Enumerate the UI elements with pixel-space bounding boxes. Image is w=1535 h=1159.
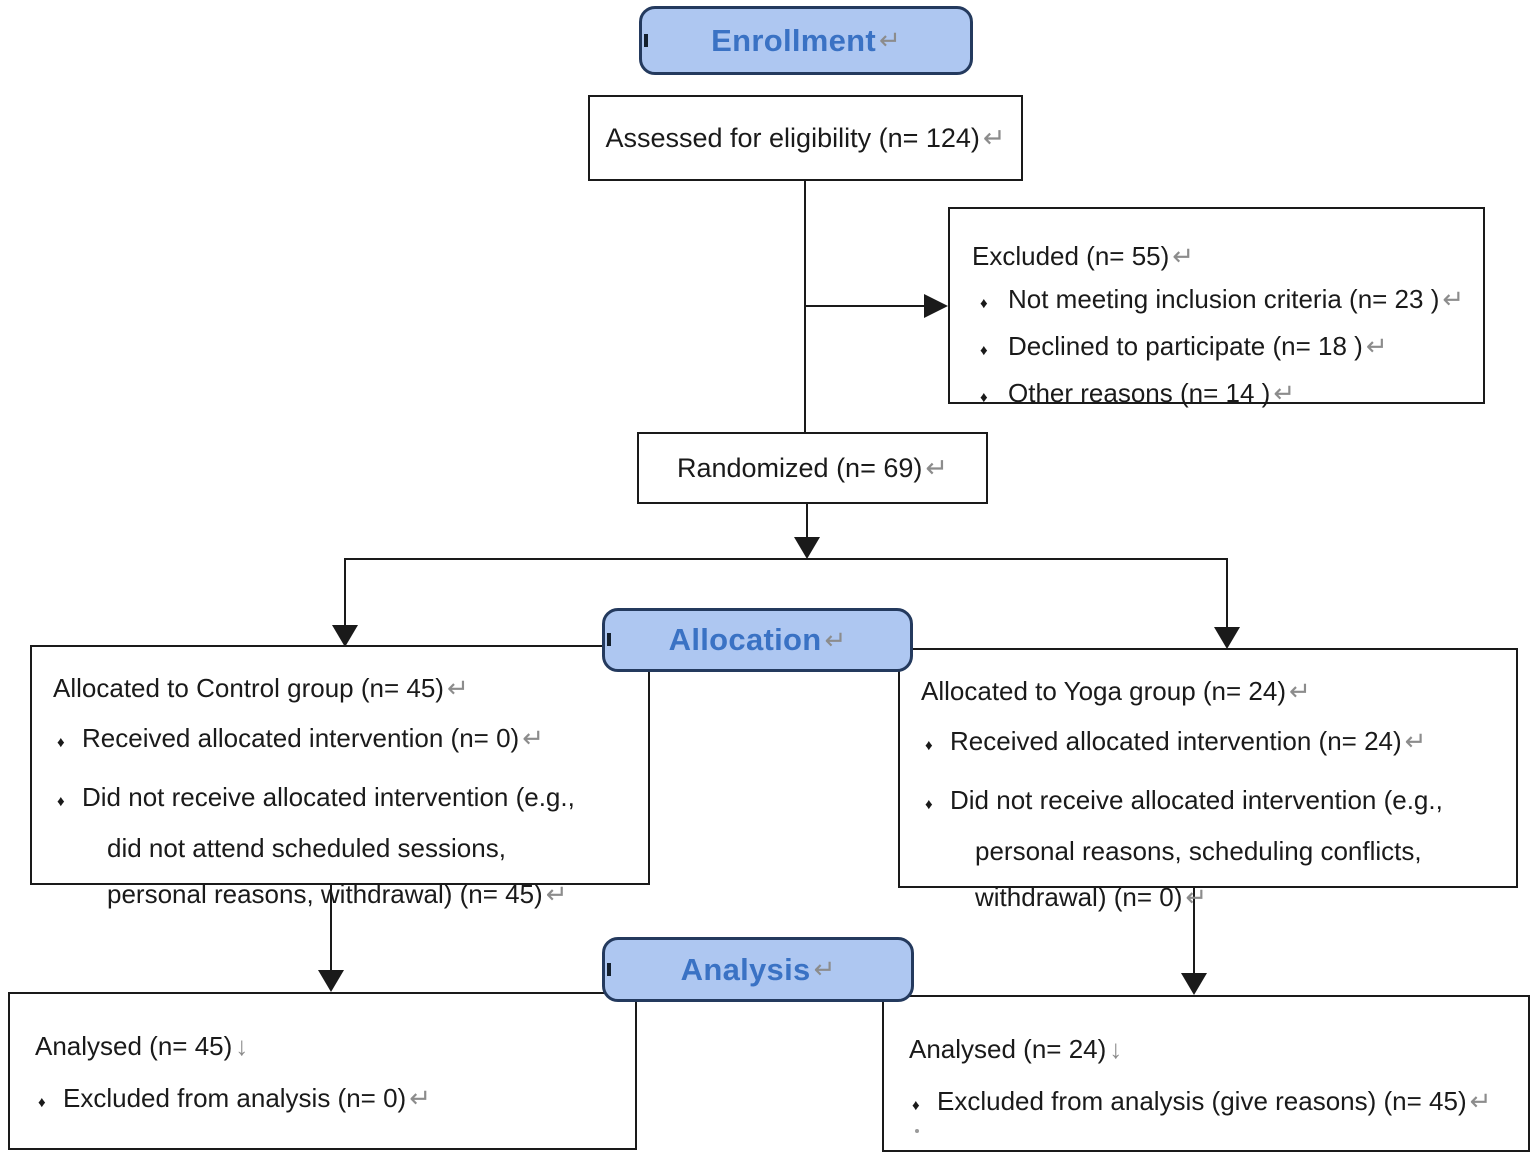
arrow-down-icon (1181, 973, 1207, 995)
alloc-control-bullet-text: Received allocated intervention (n= 0) (82, 723, 520, 753)
pilcrow-return-icon: ↵ (1273, 378, 1296, 408)
pilcrow-return-icon: ↵ (1172, 241, 1195, 271)
pilcrow-return-icon: ↵ (409, 1083, 432, 1113)
pilcrow-return-icon: ↵ (1365, 331, 1388, 361)
box-analysed-yoga: Analysed (n= 24) ↓ ♦ Excluded from analy… (882, 995, 1530, 1152)
alloc-yoga-bullet-text: Did not receive allocated intervention (… (950, 785, 1443, 815)
arrow-down-icon (332, 625, 358, 647)
analysed-yoga-bullet-text: Excluded from analysis (give reasons) (n… (937, 1086, 1467, 1116)
analysed-yoga-title: Analysed (n= 24) ↓ (909, 1027, 1528, 1071)
alloc-yoga-title: Allocated to Yoga group (n= 24) ↵ (921, 668, 1516, 714)
pilcrow-return-icon: ↵ (813, 954, 836, 984)
excluded-title-text: Excluded (n= 55) (972, 241, 1170, 271)
alloc-control-title-text: Allocated to Control group (n= 45) (53, 673, 444, 703)
alloc-control-title: Allocated to Control group (n= 45) ↵ (53, 665, 648, 711)
diamond-bullet-icon: ♦ (912, 1097, 920, 1114)
phase-label-text: Enrollment (711, 22, 877, 58)
alloc-control-bullet: ♦ Received allocated intervention (n= 0)… (53, 715, 648, 766)
arrow-down-icon (794, 537, 820, 559)
pilcrow-return-icon: ↵ (1185, 882, 1208, 912)
pilcrow-return-icon: ↵ (1442, 284, 1465, 314)
excluded-item: ♦ Other reasons (n= 14 ) ↵ (972, 372, 1483, 419)
alloc-yoga-bullet: ♦ Did not receive allocated intervention… (921, 777, 1516, 828)
phase-label-text: Allocation (668, 622, 822, 657)
phase-label-enrollment: Enrollment ↵ (639, 6, 973, 75)
linebreak-mark-icon: ↓ (1109, 1034, 1123, 1064)
diamond-bullet-icon: ♦ (980, 342, 988, 359)
arrow-down-icon (318, 970, 344, 992)
alloc-control-bullet: ♦ Did not receive allocated intervention… (53, 774, 648, 825)
alloc-yoga-bullet-text: Received allocated intervention (n= 24) (950, 726, 1402, 756)
excluded-item: ♦ Not meeting inclusion criteria (n= 23 … (972, 278, 1483, 325)
excluded-title: Excluded (n= 55) ↵ (972, 235, 1483, 278)
pilcrow-return-icon: ↵ (1289, 676, 1311, 706)
diamond-bullet-icon: ♦ (57, 734, 65, 751)
analysed-control-title-text: Analysed (n= 45) (35, 1031, 233, 1061)
analysed-control-bullet: ♦ Excluded from analysis (n= 0) ↵ (35, 1076, 635, 1125)
connector-to-excluded (805, 305, 924, 307)
pilcrow-return-icon: ↵ (522, 723, 544, 753)
box-randomized: Randomized (n= 69) ↵ (637, 432, 988, 504)
assessed-text: Assessed for eligibility (n= 124) (605, 122, 980, 153)
alloc-control-bullet-text: personal reasons, withdrawal) (n= 45) (107, 879, 543, 909)
box-allocated-control: Allocated to Control group (n= 45) ↵ ♦ R… (30, 645, 650, 909)
box-analysed-control: Analysed (n= 45) ↓ ♦ Excluded from analy… (8, 992, 637, 1150)
connector-control-to-analysis (330, 884, 332, 970)
alloc-control-bullet-continuation: personal reasons, withdrawal) (n= 45) ↵ (53, 871, 648, 917)
pilcrow-return-icon: ↵ (982, 122, 1006, 153)
phase-label-text: Analysis (680, 951, 811, 987)
excluded-item-text: Not meeting inclusion criteria (n= 23 ) (1008, 284, 1440, 314)
arrow-down-icon (1214, 627, 1240, 649)
connector-split-to-yoga (1226, 558, 1228, 628)
excluded-item: ♦ Declined to participate (n= 18 ) ↵ (972, 325, 1483, 372)
diamond-bullet-icon: ♦ (925, 737, 933, 754)
cursor-tick-icon (644, 33, 648, 47)
pilcrow-return-icon: ↵ (1404, 726, 1427, 756)
alloc-yoga-bullet: ♦ Received allocated intervention (n= 24… (921, 718, 1516, 769)
box-excluded: Excluded (n= 55) ↵ ♦ Not meeting inclusi… (948, 207, 1485, 408)
pilcrow-return-icon: ↵ (1469, 1086, 1492, 1116)
excluded-item-text: Declined to participate (n= 18 ) (1008, 331, 1363, 361)
pilcrow-return-icon: ↵ (545, 879, 568, 909)
pilcrow-return-icon: ↵ (925, 452, 948, 483)
phase-label-analysis: Analysis ↵ (602, 937, 914, 1002)
pilcrow-return-icon: ↵ (879, 25, 901, 55)
diamond-bullet-icon: ♦ (38, 1094, 46, 1111)
analysed-control-bullet-text: Excluded from analysis (n= 0) (63, 1083, 407, 1113)
split-line (344, 558, 1228, 560)
diamond-bullet-icon: ♦ (980, 389, 988, 406)
arrow-right-icon (924, 294, 948, 318)
randomized-text: Randomized (n= 69) (676, 452, 923, 483)
stray-dot (915, 1129, 919, 1133)
analysed-control-title: Analysed (n= 45) ↓ (35, 1024, 635, 1068)
diamond-bullet-icon: ♦ (57, 793, 65, 810)
alloc-control-bullet-continuation: did not attend scheduled sessions, (107, 833, 506, 863)
pilcrow-return-icon: ↵ (824, 624, 847, 655)
connector-yoga-to-analysis (1193, 887, 1195, 973)
diamond-bullet-icon: ♦ (925, 796, 933, 813)
alloc-yoga-bullet-continuation: personal reasons, scheduling conflicts, (975, 836, 1422, 866)
connector-split-to-control (344, 558, 346, 626)
alloc-yoga-title-text: Allocated to Yoga group (n= 24) (921, 676, 1287, 706)
cursor-tick-icon (607, 633, 611, 646)
connector-randomized-to-split (806, 504, 808, 540)
linebreak-mark-icon: ↓ (235, 1031, 249, 1061)
excluded-item-text: Other reasons (n= 14 ) (1008, 378, 1271, 408)
phase-label-allocation: Allocation ↵ (602, 608, 913, 672)
analysed-yoga-bullet: ♦ Excluded from analysis (give reasons) … (909, 1079, 1528, 1128)
box-assessed-eligibility: Assessed for eligibility (n= 124) ↵ (588, 95, 1023, 181)
alloc-yoga-bullet-text: withdrawal) (n= 0) (975, 882, 1183, 912)
analysed-yoga-title-text: Analysed (n= 24) (909, 1034, 1107, 1064)
alloc-control-bullet-text: Did not receive allocated intervention (… (82, 782, 575, 812)
diamond-bullet-icon: ♦ (980, 295, 988, 312)
cursor-tick-icon (607, 962, 611, 976)
alloc-yoga-bullet-continuation: withdrawal) (n= 0) ↵ (921, 874, 1516, 920)
pilcrow-return-icon: ↵ (446, 673, 469, 703)
box-allocated-yoga: Allocated to Yoga group (n= 24) ↵ ♦ Rece… (898, 648, 1518, 912)
